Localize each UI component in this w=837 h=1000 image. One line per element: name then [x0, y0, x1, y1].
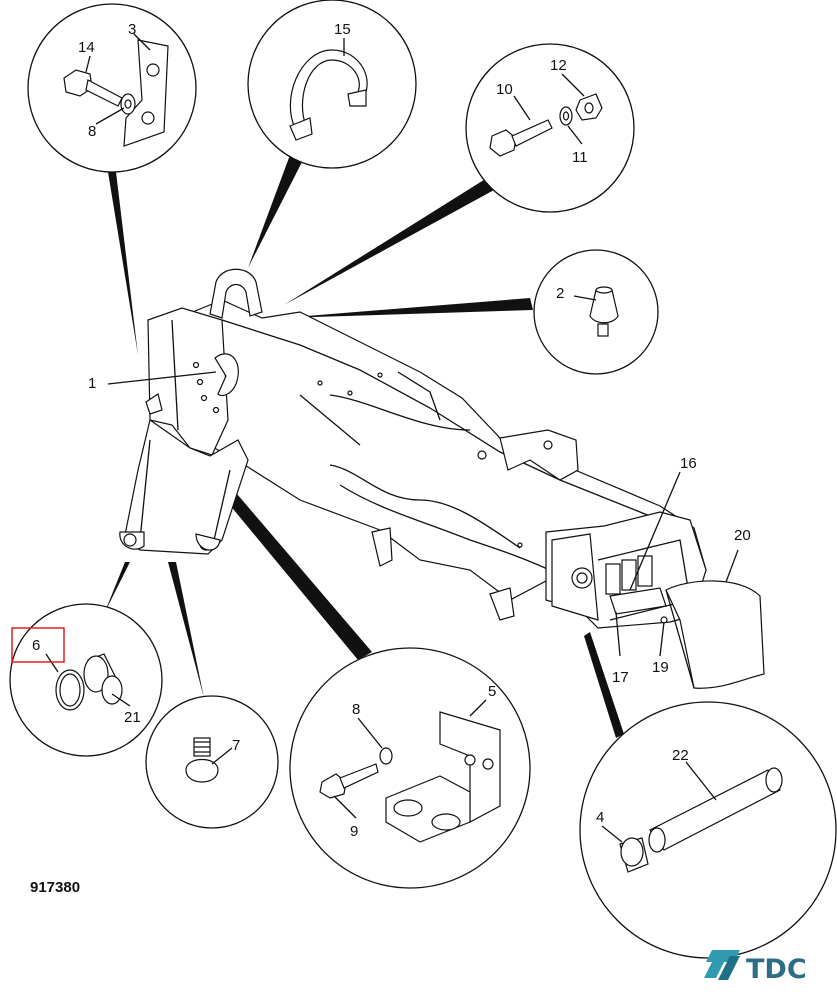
brand-name: TDC [746, 954, 807, 985]
label-part-9: 9 [350, 823, 358, 840]
label-part-20: 20 [734, 527, 751, 544]
tdc-logo-icon [704, 950, 740, 980]
label-part-11: 11 [572, 149, 588, 166]
label-part-16: 16 [680, 455, 697, 472]
highlight-box [11, 627, 65, 663]
label-part-6: 6 [32, 637, 40, 654]
label-part-3: 3 [128, 21, 136, 38]
label-part-21: 21 [124, 709, 141, 726]
label-part-4: 4 [596, 809, 604, 826]
label-part-10: 10 [496, 81, 513, 98]
label-part-1: 1 [88, 375, 96, 392]
callout-bubble-10-11-12 [465, 43, 635, 213]
label-part-22: 22 [672, 747, 689, 764]
boom-assembly [119, 268, 765, 689]
label-part-8-bottom: 8 [352, 701, 360, 718]
callout-bubble-3-8-14 [27, 3, 197, 173]
label-part-7: 7 [232, 737, 240, 754]
callout-bubble-15 [247, 0, 417, 169]
diagram-code: 917380 [30, 879, 80, 896]
label-part-12: 12 [550, 57, 567, 74]
callout-bubble-5-8-9 [289, 647, 531, 889]
part-labels: 3 14 8 15 10 12 11 2 1 16 20 17 19 6 21 … [11, 21, 751, 840]
label-part-5: 5 [488, 683, 496, 700]
callout-bubble-7 [145, 695, 279, 829]
label-part-14: 14 [78, 39, 95, 56]
callout-bubble-2 [533, 249, 659, 375]
label-part-19: 19 [652, 659, 669, 676]
leader-lines [45, 33, 739, 843]
label-part-8-top: 8 [88, 123, 96, 140]
callout-bubble-6-21 [9, 603, 163, 757]
label-part-15: 15 [334, 21, 351, 38]
label-part-17: 17 [612, 669, 629, 686]
label-part-2: 2 [556, 285, 564, 302]
callout-bubble-4-22 [579, 701, 837, 959]
